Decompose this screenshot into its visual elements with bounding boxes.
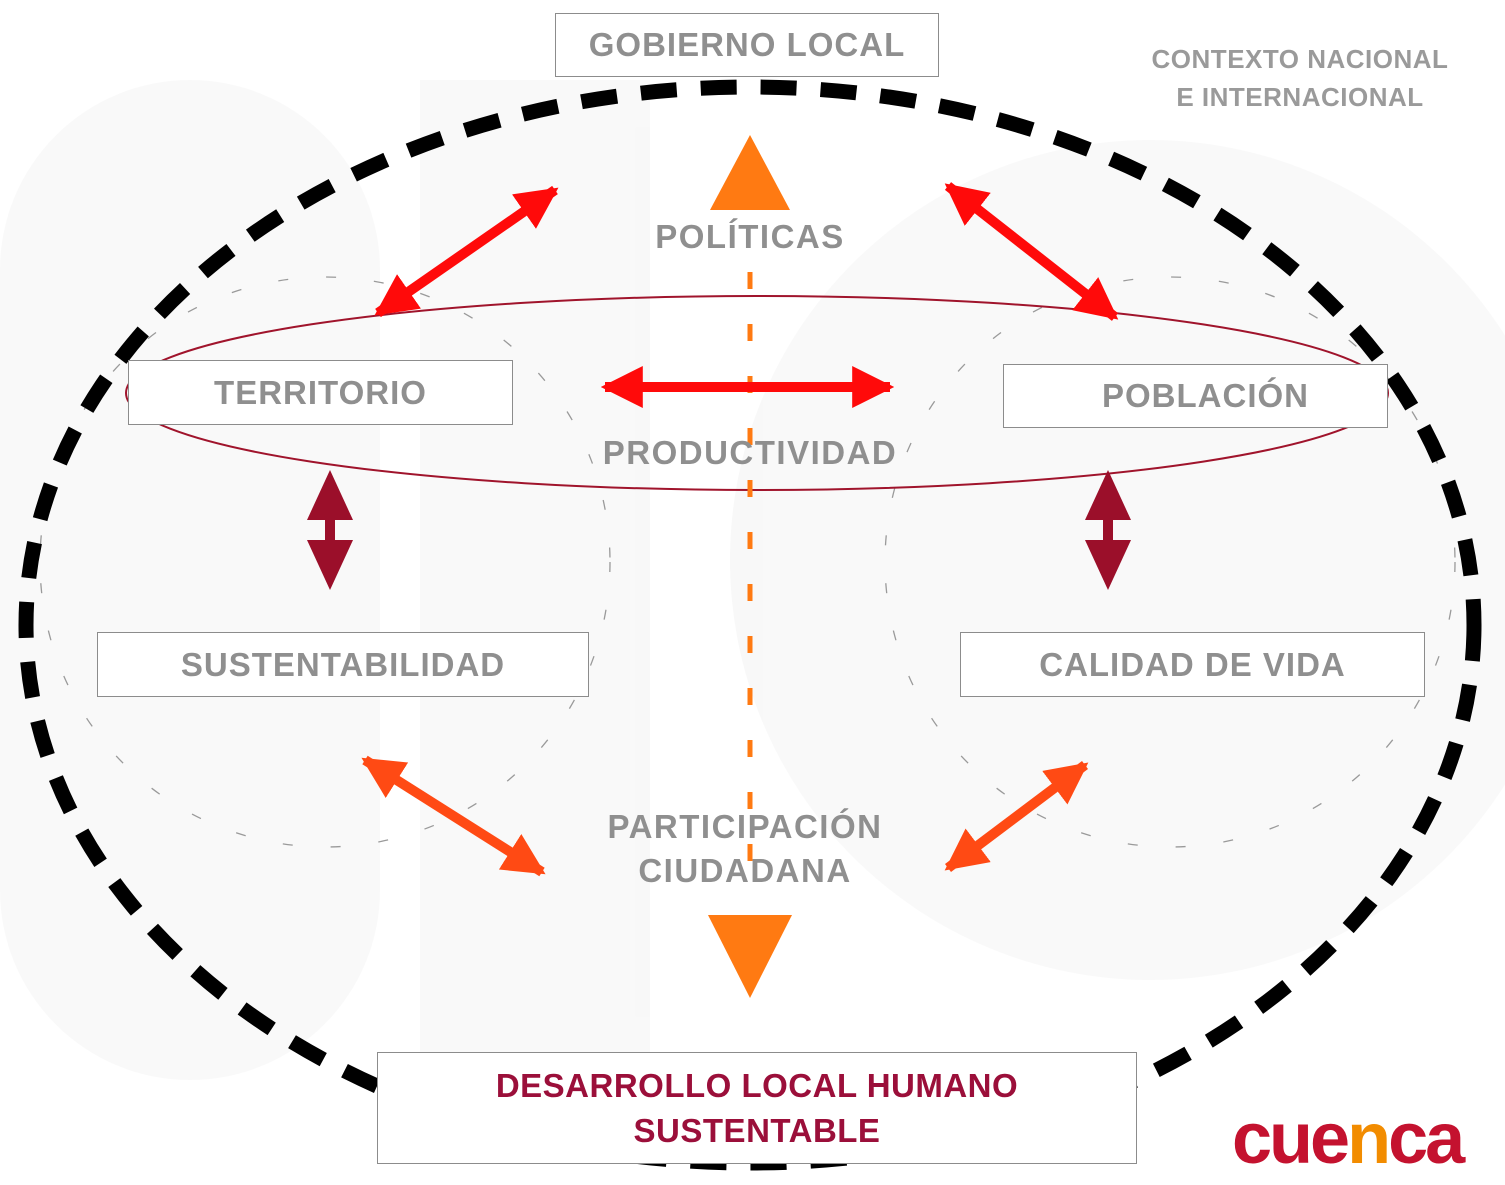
participacion-line2: CIUDADANA [638,852,852,889]
axis-arrowhead-down [708,915,792,998]
node-sustentabilidad: SUSTENTABILIDAD [97,632,589,697]
node-calidad-de-vida: CALIDAD DE VIDA [960,632,1425,697]
arrow-gobierno-poblacion [944,182,1119,321]
context-dashed-ellipse [18,79,1482,1171]
arrow-calidad-participacion [944,761,1089,872]
node-gobierno-local: GOBIERNO LOCAL [555,13,939,77]
logo-prefix: cue [1232,1099,1350,1179]
dotted-circle-left [39,276,611,848]
arrow-territorio-sustentabilidad [307,470,353,590]
label-politicas: POLÍTICAS [655,218,845,255]
desarrollo-line2: SUSTENTABLE [633,1112,881,1149]
dotted-circle-right [884,276,1456,848]
cuenca-logo: cuenca [1232,1098,1465,1180]
arrow-gobierno-territorio [374,185,559,318]
node-territorio: TERRITORIO [128,360,513,425]
axis-arrowhead-up [710,135,790,210]
arrow-poblacion-calidad [1085,470,1131,590]
participacion-line1: PARTICIPACIÓN [607,808,883,845]
context-line1: CONTEXTO NACIONAL [1151,44,1449,74]
productivity-ellipse [125,295,1389,491]
node-desarrollo-local: DESARROLLO LOCAL HUMANO SUSTENTABLE [377,1052,1137,1164]
arrow-sustentabilidad-participacion [361,755,546,877]
logo-accent: n [1347,1099,1391,1179]
logo-suffix: ca [1388,1099,1465,1179]
context-label: CONTEXTO NACIONAL E INTERNACIONAL [1120,40,1480,116]
label-participacion: PARTICIPACIÓN CIUDADANA [540,805,950,893]
node-poblacion: POBLACIÓN [1003,364,1388,428]
context-line2: E INTERNACIONAL [1176,82,1424,112]
label-productividad: PRODUCTIVIDAD [602,434,898,471]
desarrollo-line1: DESARROLLO LOCAL HUMANO [495,1067,1019,1104]
